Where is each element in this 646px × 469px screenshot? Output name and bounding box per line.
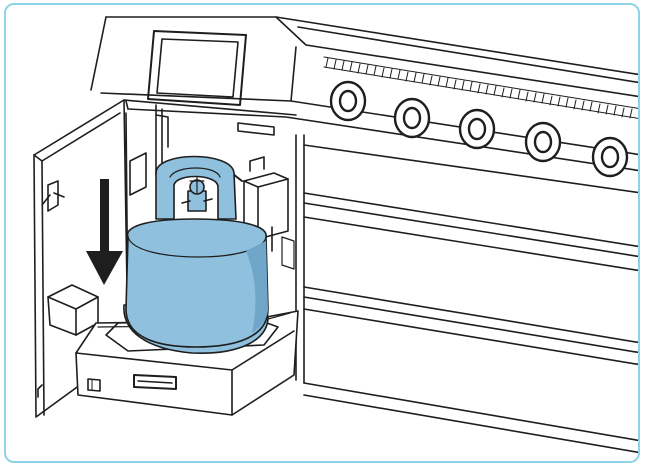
knob-icon [395, 99, 429, 137]
down-arrow-icon [86, 179, 123, 285]
knob-icon [593, 138, 627, 176]
knob-icon [460, 110, 494, 148]
tank-valve [182, 177, 212, 211]
knob-icon [331, 82, 365, 120]
illustration-frame [4, 3, 640, 463]
door-bin [48, 285, 98, 335]
display-screen [148, 31, 246, 105]
grill-tank-diagram [6, 5, 640, 463]
drawer-panels [296, 135, 640, 453]
knob-icon [526, 123, 560, 161]
